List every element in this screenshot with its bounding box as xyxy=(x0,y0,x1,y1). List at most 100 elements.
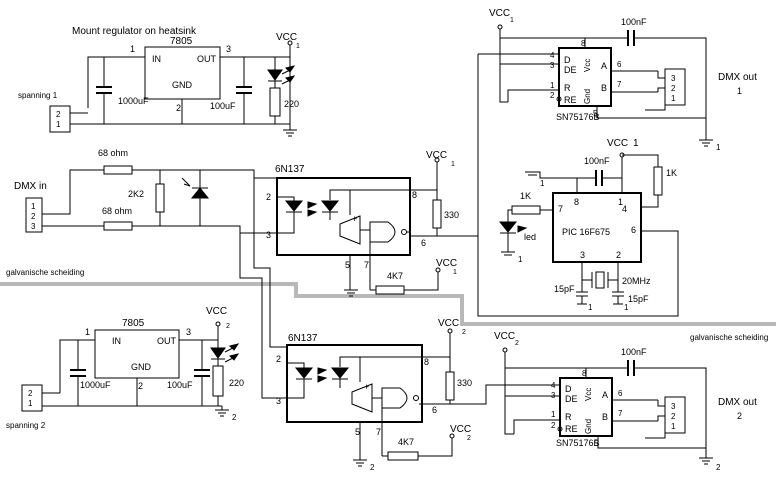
pic-p4: 4 xyxy=(622,204,627,214)
bottom-driver-p2: 2 xyxy=(551,421,556,430)
bottom-conn-pin-b: 1 xyxy=(28,399,33,408)
bottom-opto-vcc-n: 2 xyxy=(462,329,466,336)
bottom-dmx-out-n: 2 xyxy=(737,411,742,421)
bottom-driver-p1: 1 xyxy=(551,410,556,419)
dmx-in-pin1: 1 xyxy=(31,202,36,211)
svg-text:1: 1 xyxy=(716,143,721,152)
svg-text:2: 2 xyxy=(370,463,375,472)
bottom-optocoupler: 6N137 2 3 8 6 5 7 + VCC 2 330 xyxy=(276,318,500,472)
top-driver-p6: 6 xyxy=(617,60,622,69)
pic-p8: 8 xyxy=(574,197,579,207)
bottom-power-connector[interactable] xyxy=(21,384,43,412)
top-driver-p2: 2 xyxy=(550,91,555,100)
bottom-dmx-out-connector[interactable] xyxy=(664,396,686,434)
bottom-driver-p8: 8 xyxy=(582,369,587,378)
top-conn-pin-b: 1 xyxy=(56,120,61,129)
bottom-driver-p5: 5 xyxy=(594,439,599,448)
top-driver-p5: 5 xyxy=(593,109,598,118)
bottom-out-pin2: 2 xyxy=(671,412,676,421)
svg-text:2: 2 xyxy=(716,463,721,472)
top-regulator-in: IN xyxy=(152,54,161,64)
top-driver-p4: 4 xyxy=(550,51,555,60)
top-supply-vcc: VCC xyxy=(276,32,297,43)
pic-p2: 2 xyxy=(616,250,621,260)
top-reg-pin3: 3 xyxy=(226,44,231,54)
svg-text:1: 1 xyxy=(518,255,523,264)
bottom-reg-pin1: 1 xyxy=(85,327,90,337)
top-out-pin2: 2 xyxy=(671,84,676,93)
bottom-driver-part: SN75176B xyxy=(556,438,600,448)
top-regulator-out: OUT xyxy=(197,54,217,64)
bottom-driver-vcc-n: 2 xyxy=(515,340,519,347)
bottom-led-resistor-value: 220 xyxy=(229,378,244,388)
pic-part: PIC 16F675 xyxy=(562,227,610,237)
bottom-power-supply: 7805 IN OUT GND 1 3 2 VCC 2 220 xyxy=(6,306,244,430)
pic-vcc-n: 1 xyxy=(633,138,639,149)
pic-p7: 7 xyxy=(558,204,563,214)
top-conn-pin-a: 2 xyxy=(56,110,61,119)
dmx-in-pin3: 3 xyxy=(31,222,36,231)
top-driver-part: SN75176B xyxy=(556,112,600,122)
bottom-driver-de: DE xyxy=(565,394,578,404)
bottom-opto-vcc2: VCC xyxy=(450,424,471,435)
top-supply-vcc-n: 1 xyxy=(296,43,300,50)
top-opto-ren: 4K7 xyxy=(387,271,403,281)
top-driver-vcc-n: 1 xyxy=(510,17,514,24)
svg-text:1: 1 xyxy=(588,303,593,312)
top-out-pin1: 1 xyxy=(671,94,676,103)
bottom-regulator-part: 7805 xyxy=(122,318,145,329)
bottom-line-driver: VCC 2 D DE R RE A B Vcc Gnd 4 3 1 2 8 5 … xyxy=(494,331,757,472)
bottom-driver-p3: 3 xyxy=(551,391,556,400)
svg-text:2: 2 xyxy=(232,413,237,422)
top-c2-value: 100uF xyxy=(210,101,236,111)
pic-vcc: VCC xyxy=(607,138,628,149)
top-dmx-out-connector[interactable] xyxy=(664,68,686,106)
bottom-driver-vccpin: Vcc xyxy=(584,388,593,401)
pic-microcontroller: PIC 16F675 8 1 7 4 6 3 2 VCC 1 1K 100nF … xyxy=(477,54,679,317)
top-opto-p3: 3 xyxy=(266,230,271,240)
svg-text:+: + xyxy=(364,382,369,392)
bottom-driver-a: A xyxy=(602,390,608,400)
top-driver-d: D xyxy=(564,55,571,65)
top-opto-vcc-n: 1 xyxy=(451,161,455,168)
bottom-opto-p5: 5 xyxy=(355,427,360,437)
top-opto-vcc: VCC xyxy=(426,150,447,161)
bottom-regulator-out: OUT xyxy=(157,336,177,346)
top-regulator-part: 7805 xyxy=(170,36,193,47)
bottom-out-pin3: 3 xyxy=(671,402,676,411)
bottom-supply-vcc: VCC xyxy=(206,306,227,317)
bottom-c2-value: 100uF xyxy=(167,380,193,390)
svg-text:1: 1 xyxy=(624,303,629,312)
top-reg-pin2: 2 xyxy=(176,103,181,113)
pic-c2-value: 15pF xyxy=(628,294,649,304)
isolation-label-left: galvanische scheiding xyxy=(6,268,84,277)
top-driver-r: R xyxy=(564,83,571,93)
top-opto-p8: 8 xyxy=(412,190,417,200)
pic-chip xyxy=(552,192,642,263)
top-driver-de: DE xyxy=(564,65,577,75)
bottom-driver-p4: 4 xyxy=(551,381,556,390)
top-opto-vcc2-n: 1 xyxy=(453,269,457,276)
top-power-connector[interactable] xyxy=(49,105,71,133)
bottom-driver-gndpin: Gnd xyxy=(584,419,593,434)
bottom-opto-rpull: 330 xyxy=(457,378,472,388)
dmx-input-section: DMX in 1 2 3 68 ohm 68 ohm 2K2 xyxy=(14,148,277,234)
top-opto-rpull: 330 xyxy=(444,210,459,220)
bottom-opto-p2: 2 xyxy=(276,354,281,364)
pic-rled-value: 1K xyxy=(520,191,531,201)
top-led-resistor-value: 220 xyxy=(284,99,299,109)
bottom-driver-d: D xyxy=(565,384,572,394)
pic-cap-value: 100nF xyxy=(584,156,610,166)
top-driver-cap: 100nF xyxy=(621,17,647,27)
dmx-r2-value: 68 ohm xyxy=(102,206,132,216)
bottom-dmx-out-label: DMX out xyxy=(718,397,757,408)
dmx-in-connector[interactable] xyxy=(25,197,43,233)
top-power-supply: Mount regulator on heatsink 7805 IN OUT … xyxy=(18,26,300,137)
dmx-r3-value: 2K2 xyxy=(128,189,144,199)
pic-p1: 1 xyxy=(618,197,623,207)
svg-text:1: 1 xyxy=(540,179,545,188)
bottom-opto-p6: 6 xyxy=(432,405,437,415)
svg-text:+: + xyxy=(352,214,357,224)
bottom-supply-vcc-n: 2 xyxy=(226,323,230,330)
